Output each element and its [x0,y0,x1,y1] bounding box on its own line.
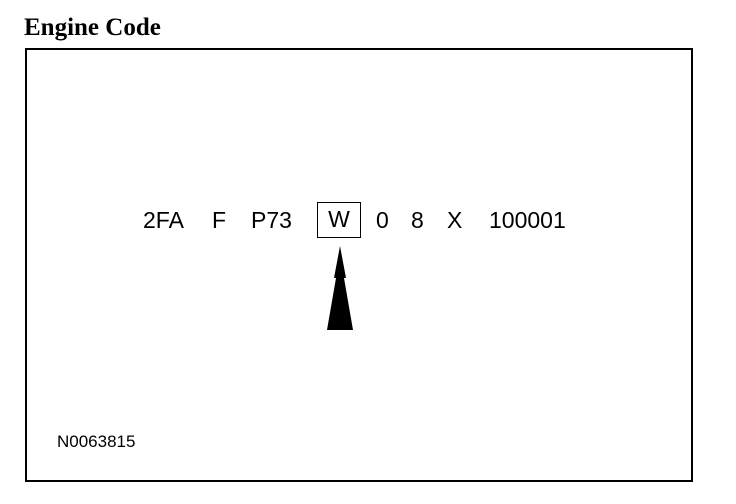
vin-segment-engine-code: W [317,202,361,238]
figure-id-label: N0063815 [57,432,136,451]
vin-segment-line-series-body: P73 [251,207,292,233]
vin-segment-restraint: F [212,207,227,233]
page-title: Engine Code [24,14,161,41]
vin-segment-check-digit: 0 [376,207,389,233]
vin-segment-model-year: 8 [411,207,424,233]
vin-segment-wmi: 2FA [143,207,184,233]
vin-segment-serial: 100001 [489,207,566,233]
vin-code-row: 2FA F P73 W 0 8 X 100001 [27,50,691,480]
diagram-frame: 2FA F P73 W 0 8 X 100001 N0063815 [25,48,693,482]
up-arrow-icon [327,246,353,330]
vin-segment-plant: X [447,207,463,233]
